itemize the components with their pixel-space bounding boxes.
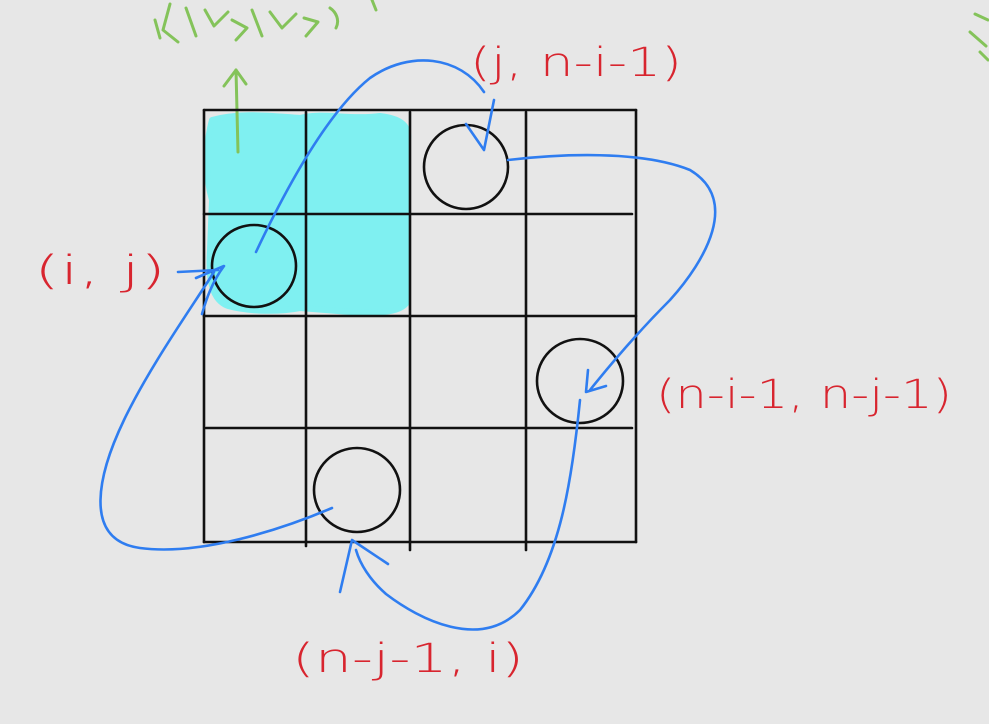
label-bottom: (n-j-1, i): [292, 636, 524, 682]
rotation-arrows: [99, 59, 717, 631]
label-right: (n-i-1, n-j-1): [656, 372, 952, 418]
arrow-bottom-to-left: [99, 270, 334, 551]
top-handwritten-note: [153, 0, 378, 44]
arrow-right-to-bottom: [354, 398, 582, 631]
label-left: (i, j): [34, 248, 166, 294]
arrow-top-to-right: [506, 153, 717, 392]
circle-right: [535, 337, 625, 425]
circle-bottom: [312, 446, 402, 534]
right-handwritten-note: [968, 12, 989, 62]
arrow-bottom-head-incoming: [338, 538, 390, 594]
arrow-bottom-to-left-head: [194, 264, 226, 316]
circle-top: [422, 123, 510, 211]
arrow-top-to-right-head: [584, 368, 608, 394]
coordinate-labels: (j, n-i-1) (i, j) (n-i-1, n-j-1) (n-j-1,…: [34, 40, 952, 682]
circle-left: [210, 223, 298, 309]
arrow-left-to-top: [254, 59, 486, 254]
label-top: (j, n-i-1): [470, 40, 682, 86]
arrow-left-to-top-head: [464, 98, 496, 152]
arrow-label-to-left-circle: [176, 268, 220, 274]
matrix-grid: [202, 108, 638, 552]
